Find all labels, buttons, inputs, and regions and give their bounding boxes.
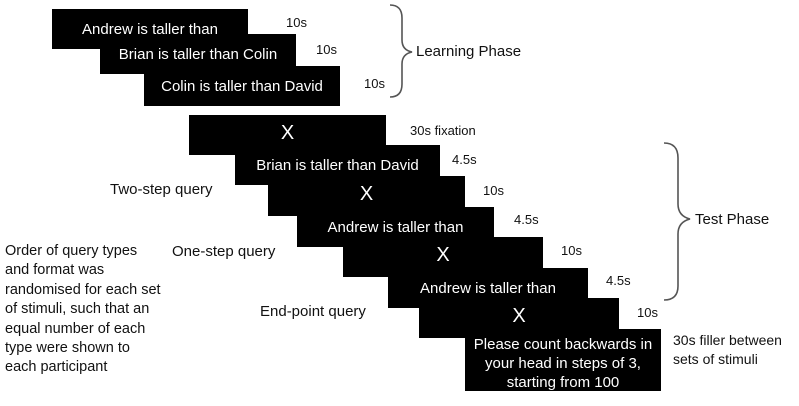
- fixation-cross: X: [359, 183, 374, 205]
- test-phase-brace: [663, 142, 691, 301]
- duration-label: 10s: [561, 243, 582, 258]
- duration-label: 4.5s: [606, 273, 631, 288]
- duration-label: 4.5s: [514, 212, 539, 227]
- duration-label: 10s: [364, 76, 385, 91]
- query-text: Brian is taller than David: [256, 157, 419, 174]
- randomisation-note: Order of query types and format was rand…: [5, 243, 161, 376]
- learning-phase-label: Learning Phase: [416, 43, 522, 60]
- duration-label: 10s: [637, 305, 658, 320]
- test-phase-label: Test Phase: [695, 211, 770, 228]
- two-step-query-label: Two-step query: [110, 181, 213, 198]
- filler-text: Please count backwards in your head in s…: [473, 336, 653, 391]
- stimulus-text: Brian is taller than Colin: [118, 46, 278, 63]
- end-point-query-label: End-point query: [260, 303, 366, 320]
- one-step-query-label: One-step query: [172, 243, 276, 260]
- filler-duration-label: 30s filler between sets of stimuli: [673, 332, 782, 367]
- stimulus-screen-3: Colin is taller than David: [144, 66, 340, 106]
- duration-label: 10s: [286, 15, 307, 30]
- fixation-cross: X: [280, 122, 295, 144]
- query-text: Andrew is taller than: [327, 219, 464, 236]
- duration-label: 10s: [483, 183, 504, 198]
- fixation-cross: X: [512, 305, 526, 327]
- duration-label: 10s: [316, 42, 337, 57]
- stimulus-text: Colin is taller than David: [161, 78, 323, 95]
- duration-label: 4.5s: [452, 152, 477, 167]
- learning-phase-brace: [389, 4, 413, 98]
- stimulus-text: Andrew is taller than: [82, 21, 218, 38]
- query-text: Andrew is taller than: [420, 280, 556, 297]
- fixation-cross: X: [436, 244, 450, 266]
- filler-screen: Please count backwards in your head in s…: [465, 329, 661, 391]
- duration-label: 30s fixation: [410, 123, 476, 138]
